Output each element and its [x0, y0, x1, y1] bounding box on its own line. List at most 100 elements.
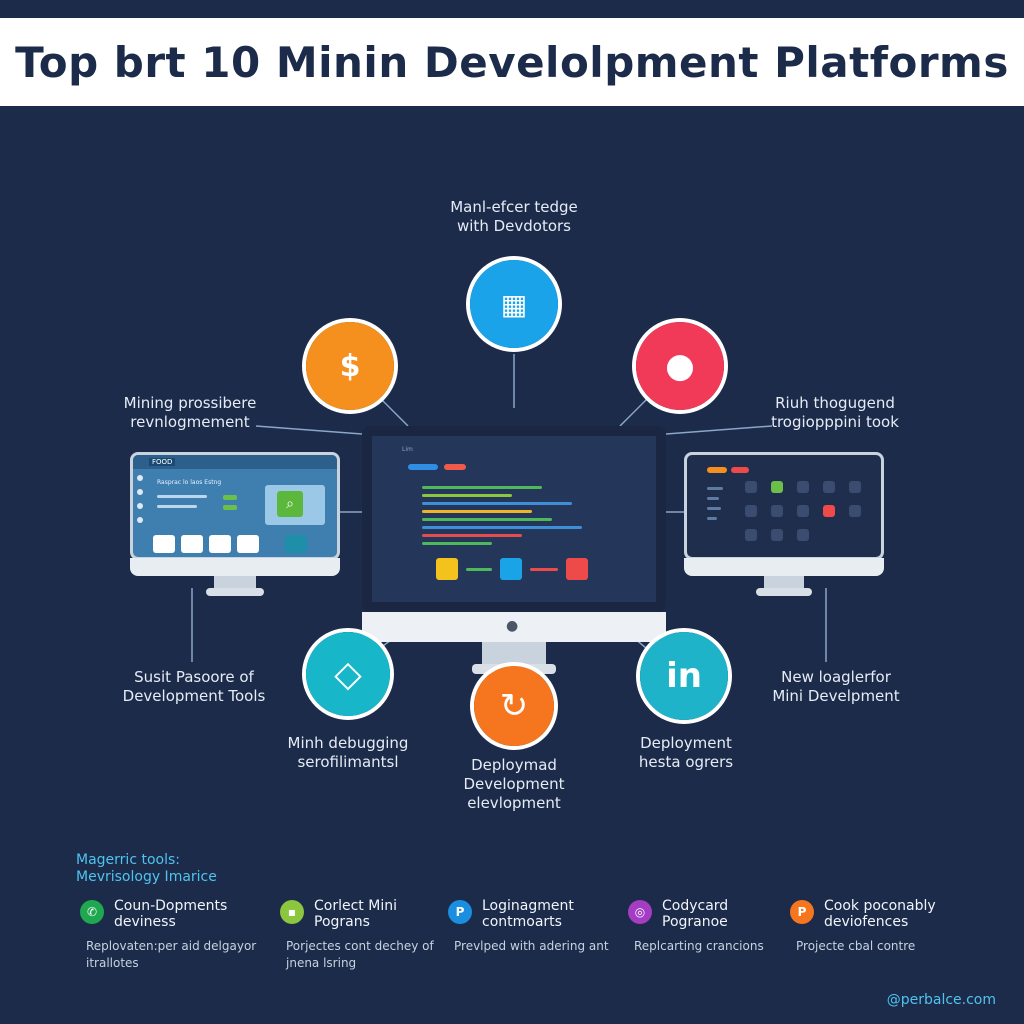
features-heading: Magerric tools: Mevrisology Imarice: [76, 852, 217, 886]
left-screen-line: [157, 505, 197, 508]
caption-left-lower: Susit Pasoore of Development Tools: [112, 668, 276, 706]
right-monitor-neck: [764, 576, 804, 590]
icon-glyph: ↻: [499, 686, 529, 726]
code-line: [422, 486, 542, 489]
center-screen-flow-line: [466, 568, 492, 571]
caption-bottom-center: Deploymad Development elevlopment: [444, 756, 584, 812]
p-letter-icon: P: [790, 900, 814, 924]
title-bar: Top brt 10 Minin Develolpment Platforms: [0, 18, 1024, 106]
p-letter-icon: P: [448, 900, 472, 924]
instagram-icon: ◎: [628, 900, 652, 924]
features-heading-line: Mevrisology Imarice: [76, 868, 217, 885]
caption-line: Riuh thogugend: [775, 394, 895, 412]
icon-circle-upper-left: $: [302, 318, 398, 414]
caption-line: revnlogmement: [130, 412, 250, 431]
footer-link[interactable]: @perbalce.com: [886, 992, 996, 1008]
left-screen-heading: Rasprac lo laos Estng: [157, 479, 222, 486]
left-screen-topbar: [133, 455, 337, 469]
left-screen-check-tile: [285, 535, 307, 553]
left-screen-sidebar-dot: [137, 475, 143, 481]
feature-desc-line: Projecte cbal contre: [796, 939, 916, 953]
caption-line: Manl-efcer tedge: [450, 198, 578, 216]
caption-right-lower: New loaglerfor Mini Develpment: [754, 668, 918, 706]
right-screen-list-line: [707, 487, 723, 490]
right-screen-grid-tile: [771, 529, 783, 541]
right-screen-list-line: [707, 497, 719, 500]
feature-description: Replcarting crancions: [634, 938, 824, 955]
left-monitor-foot: [206, 588, 264, 596]
caption-left-upper: Mining prossibere revnlogmement: [110, 394, 270, 432]
feature-title-line: Corlect Mini: [314, 898, 397, 914]
right-screen-pill: [731, 467, 749, 473]
icon-circle-lower-center: ↻: [470, 662, 558, 750]
caption-bottom-right: Deployment hesta ogrers: [616, 734, 756, 772]
icon-circle-top: ▦: [466, 256, 562, 352]
left-screen-badge: FOOD: [149, 458, 176, 466]
left-screen-sidebar-dot: [137, 503, 143, 509]
feature-description: Projecte cbal contre: [796, 938, 966, 955]
feature-title-line: deviofences: [824, 914, 909, 931]
left-screen-line: [157, 495, 207, 498]
center-screen-red-tile: [566, 558, 588, 580]
feature-title-line: Cook poconably: [824, 898, 936, 914]
right-screen-list-line: [707, 507, 721, 510]
square-icon: ▪: [280, 900, 304, 924]
feature-title-line: Loginagment: [482, 898, 574, 914]
features-heading-line: Magerric tools:: [76, 852, 180, 868]
right-screen-grid-tile: [745, 481, 757, 493]
caption-line: Deploymad: [471, 756, 557, 774]
center-screen-yellow-tile: [436, 558, 458, 580]
feature-desc-line: Porjectes cont dechey of: [286, 939, 434, 953]
caption-line: Deployment: [640, 734, 732, 752]
code-line: [422, 502, 572, 505]
caption-right-upper: Riuh thogugend trogiopppini took: [760, 394, 910, 432]
center-monitor-screen: Lim: [362, 426, 666, 612]
right-monitor-chin: [684, 558, 884, 576]
left-screen-green-pill: [223, 505, 237, 510]
feature-title-line: Coun-Dopments: [114, 898, 228, 914]
feature-title-line: Codycard: [662, 898, 729, 914]
code-line: [422, 534, 522, 537]
left-screen-app-tile: [209, 535, 231, 553]
phone-icon: ✆: [80, 900, 104, 924]
right-screen-grid-tile: [849, 481, 861, 493]
icon-glyph: $: [339, 348, 361, 384]
right-screen-grid-tile: [823, 481, 835, 493]
caption-line: Susit Pasoore of: [134, 668, 254, 686]
linkedin-icon: in: [640, 632, 728, 720]
right-screen-grid-tile: [745, 529, 757, 541]
right-screen-pill: [707, 467, 727, 473]
center-screen-blue-tile: [500, 558, 522, 580]
code-line: [422, 526, 582, 529]
right-screen-grid-tile: [797, 529, 809, 541]
caption-top: Manl-efcer tedge with Devdotors: [414, 198, 614, 236]
center-screen-pill-blue: [408, 464, 438, 470]
caption-line: elevlopment: [467, 793, 561, 812]
caption-bottom-left: Minh debugging serofilimantsl: [278, 734, 418, 772]
caption-line: with Devdotors: [457, 216, 571, 235]
feature-desc-line: jnena lsring: [286, 955, 357, 970]
right-monitor-foot: [756, 588, 812, 596]
code-line: [422, 518, 552, 521]
left-screen-sidebar-dot: [137, 489, 143, 495]
icon-circle-lower-left: ◇: [302, 628, 394, 720]
feature-desc-line: Prevlped with adering ant: [454, 939, 609, 953]
icon-glyph: ▦: [500, 287, 528, 321]
center-screen-flow-line: [530, 568, 558, 571]
caption-line: Minh debugging: [287, 734, 409, 752]
left-screen-app-tile: [153, 535, 175, 553]
caption-line: Development: [463, 774, 565, 793]
caption-line: New loaglerfor: [781, 668, 891, 686]
right-screen-grid-tile: [745, 505, 757, 517]
feature-description: Porjectes cont dechey of jnena lsring: [286, 938, 476, 972]
feature-title-line: contmoarts: [482, 914, 562, 931]
caption-line: Development Tools: [122, 686, 266, 705]
left-monitor-screen: FOOD Rasprac lo laos Estng ⌕: [130, 452, 340, 560]
apple-logo-icon: ●: [506, 618, 519, 634]
code-line: [422, 494, 512, 497]
right-screen-grid-tile: [797, 505, 809, 517]
right-screen-grid-tile: [797, 481, 809, 493]
